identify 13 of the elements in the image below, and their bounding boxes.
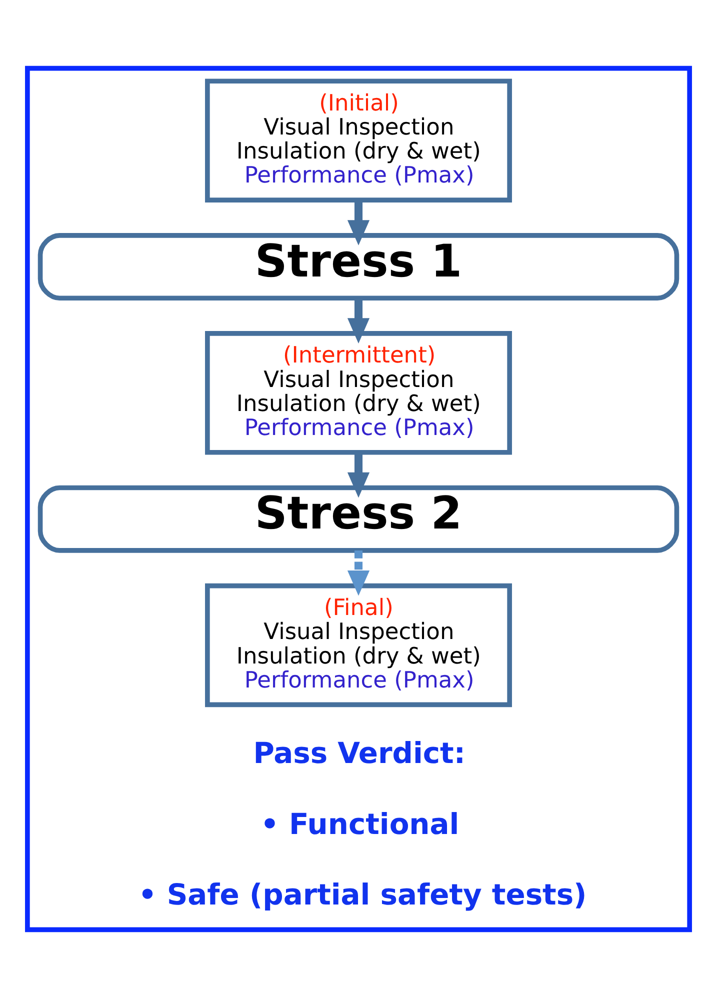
arrow [347,200,370,245]
node-box: (Intermittent) Visual Inspection Insulation (dry & wet) Performance (Pmax) [205,330,512,454]
cluster [25,65,692,932]
label: • Functional [260,806,460,840]
node-box: Stress 1 [38,232,680,300]
node-box: Stress 2 [38,484,680,552]
label: Pass Verdict: [253,736,466,770]
arrow [347,550,370,596]
node-box: (Final) Visual Inspection Insulation (dry & wet) Performance (Pmax) [205,582,512,707]
arrow [347,298,370,343]
node-box: (Initial) Visual Inspection Insulation (dry & wet) Performance (Pmax) [205,78,512,202]
arrow [347,452,370,498]
label: • Safe (partial safety tests) [138,877,587,912]
